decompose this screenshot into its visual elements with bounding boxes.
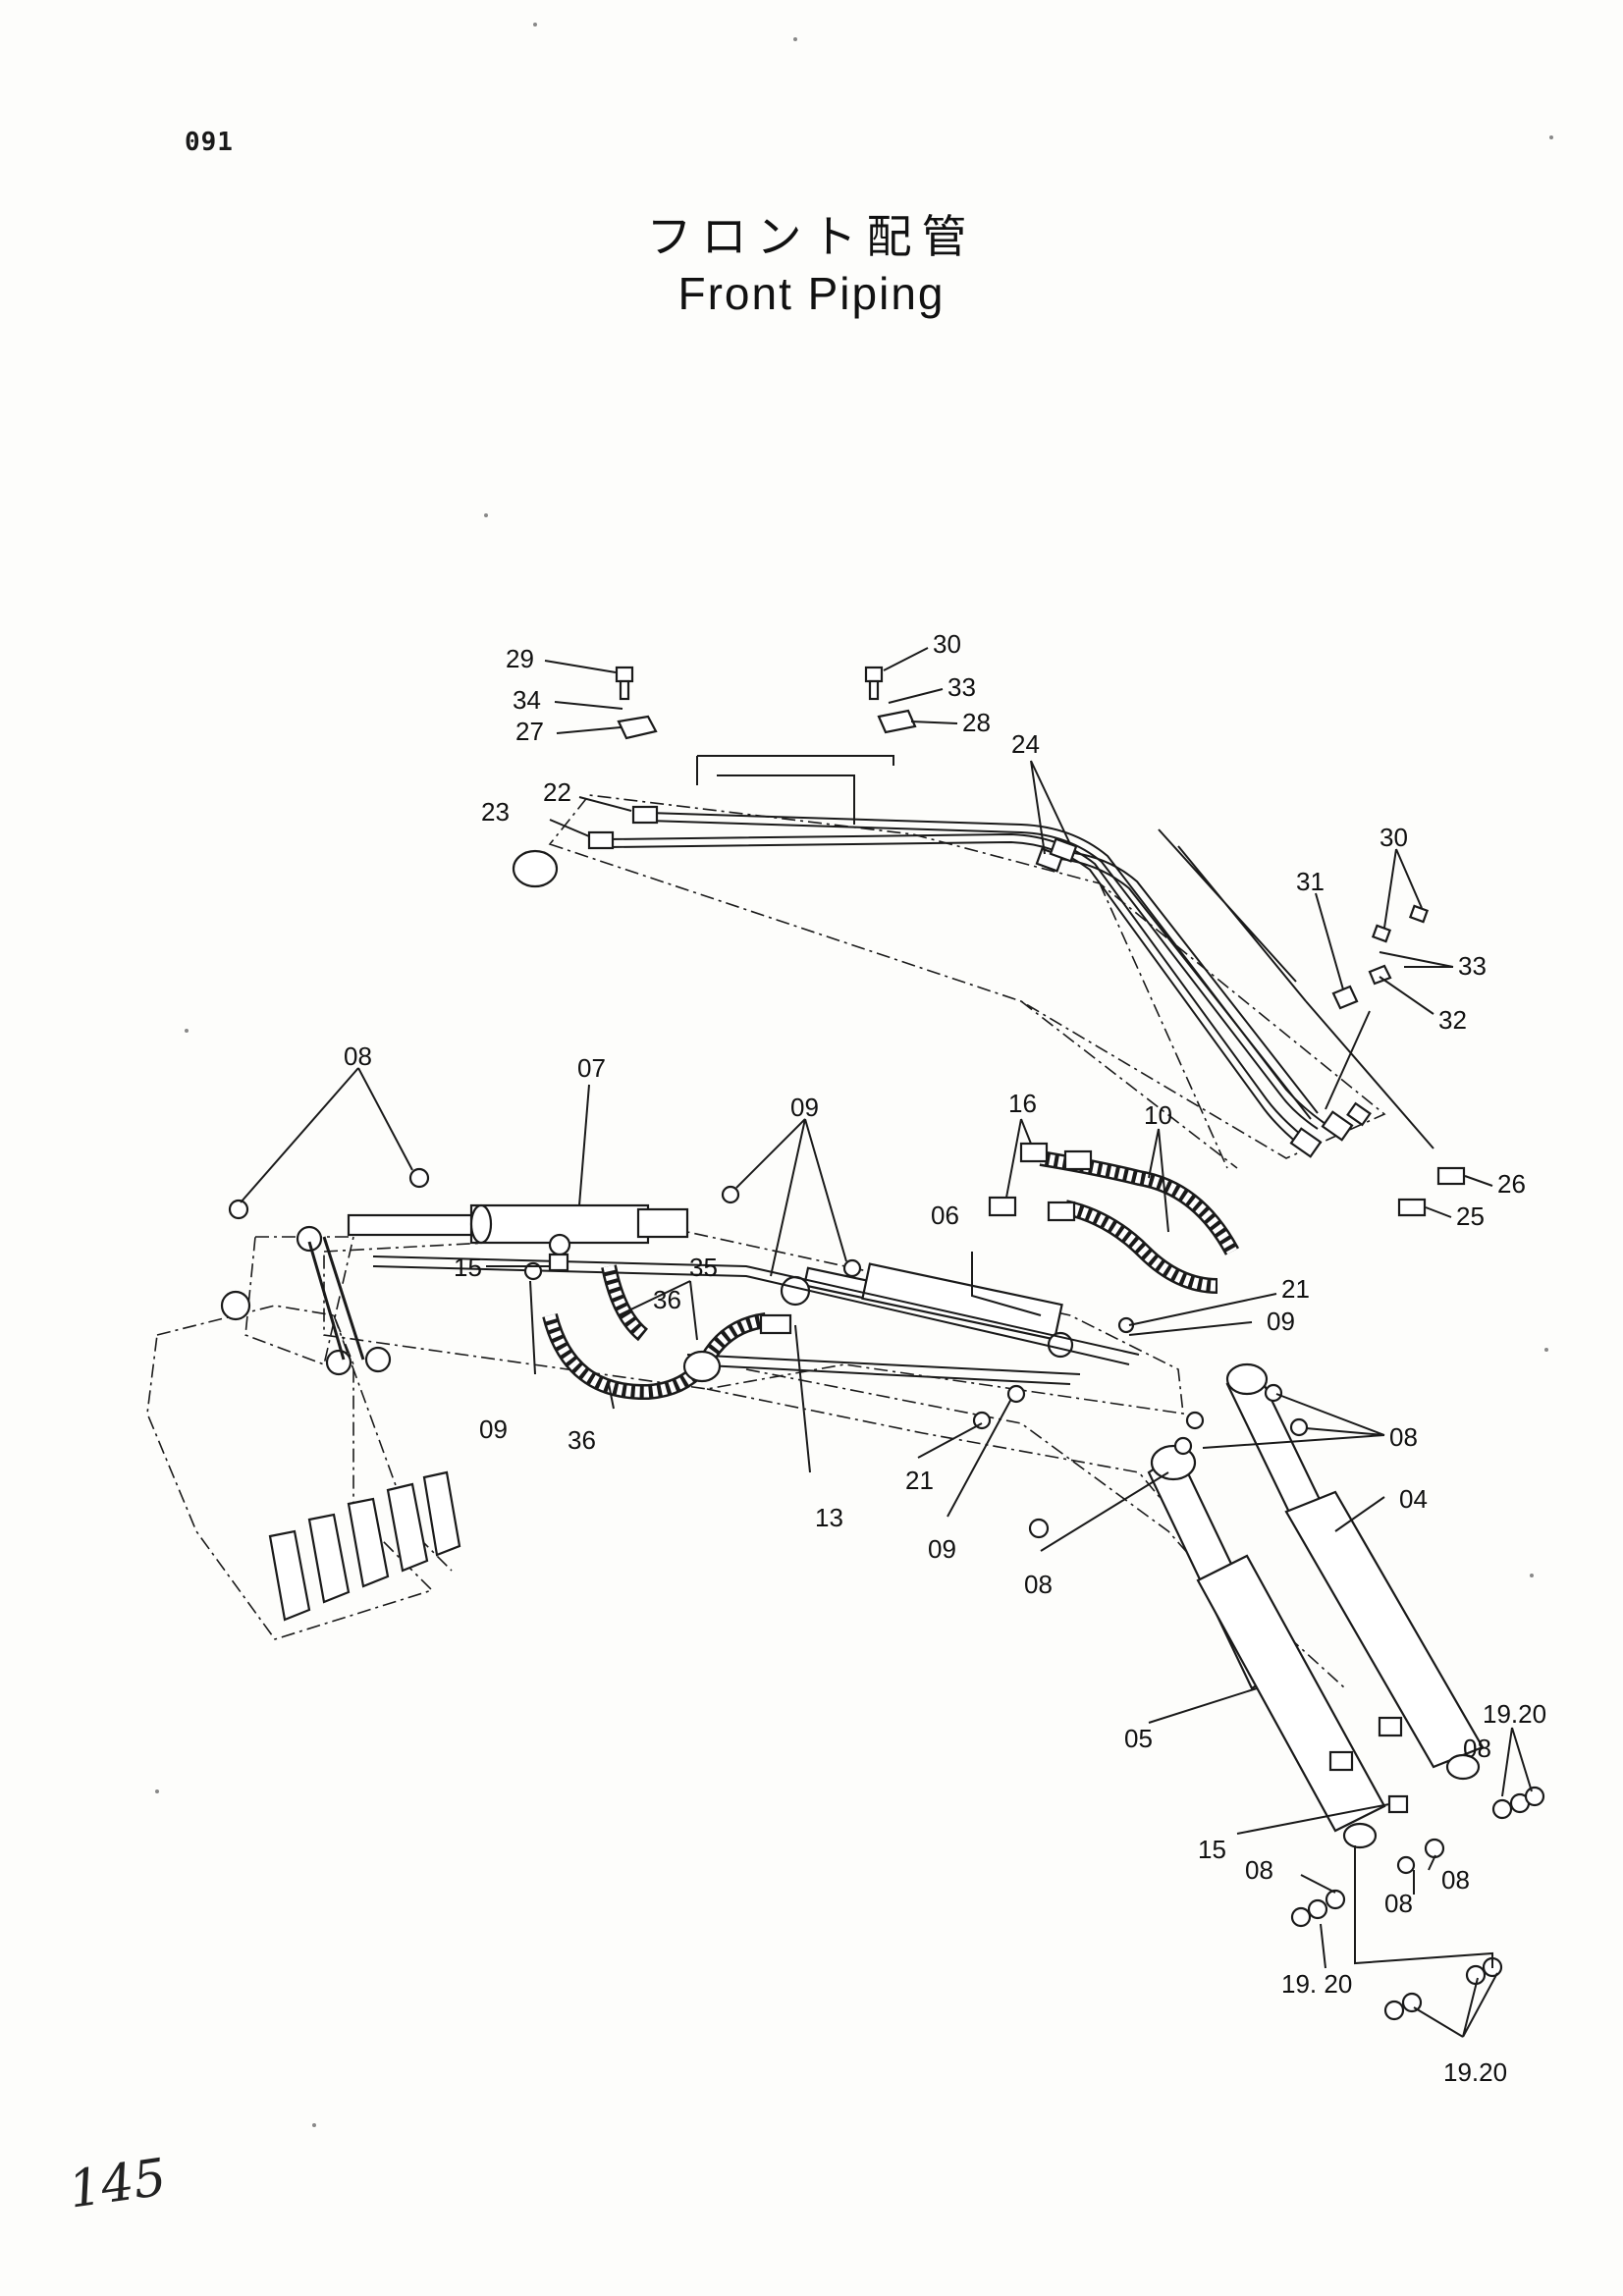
part-label-15: 15: [454, 1253, 482, 1282]
fittings-16: [988, 1142, 1093, 1222]
fitting-13: [759, 1313, 792, 1335]
nut-09: [1006, 1384, 1026, 1404]
part-label-30-right: 30: [1380, 823, 1408, 852]
part-label-28: 28: [962, 708, 991, 737]
part-label-27: 27: [515, 717, 544, 746]
part-label-31: 31: [1296, 867, 1325, 896]
bucket-tooth-4: [386, 1482, 429, 1573]
part-label-08: 08: [344, 1041, 372, 1071]
part-label-09-left: 09: [479, 1415, 508, 1444]
part-label-22: 22: [543, 777, 571, 807]
part-label-04: 04: [1399, 1484, 1428, 1514]
bolt-29-shank: [619, 679, 630, 701]
hose-10-upper: [1063, 1200, 1218, 1294]
part-label-13: 13: [815, 1503, 843, 1532]
part-label-32: 32: [1438, 1005, 1467, 1035]
part-label-25: 25: [1456, 1201, 1485, 1231]
nut-08: [1264, 1383, 1283, 1403]
nut-09: [842, 1258, 862, 1278]
part-label-09-right: 09: [1267, 1307, 1295, 1336]
fitting-23: [587, 830, 615, 850]
bucket-outline: [146, 1305, 434, 1640]
part-label-08-bottom-mid: 08: [1384, 1889, 1413, 1918]
page-title-english: Front Piping: [677, 268, 946, 319]
part-label-36: 36: [653, 1285, 681, 1314]
part-label-33: 33: [947, 672, 976, 702]
washer-21: [972, 1411, 992, 1430]
part-label-33-right: 33: [1458, 951, 1487, 981]
page-code: 091: [185, 128, 234, 157]
part-label-08-cyl: 08: [1463, 1734, 1491, 1763]
fitting-25: [1397, 1198, 1427, 1217]
bolt-30-head: [864, 666, 884, 683]
swivel-13: [682, 1350, 722, 1383]
leader-lines: [240, 647, 1533, 2038]
part-label-08-bottom: 08: [1245, 1855, 1273, 1885]
part-label-15-lower: 15: [1198, 1835, 1226, 1864]
part-label-23: 23: [481, 797, 510, 827]
part-label-08-bottom-right: 08: [1441, 1865, 1470, 1895]
part-label-07: 07: [577, 1053, 606, 1083]
part-label-06: 06: [931, 1201, 959, 1230]
arm-assembly: [146, 1203, 1346, 1699]
nut-08: [1289, 1417, 1309, 1437]
part-label-08-lower: 08: [1024, 1570, 1053, 1599]
clamp-28: [877, 709, 917, 734]
part-label-19-20-left: 19. 20: [1281, 1969, 1352, 1999]
part-label-09: 09: [790, 1093, 819, 1122]
arm-cylinder-06: [861, 1262, 1063, 1341]
clamp-27: [617, 715, 658, 740]
part-label-21: 21: [1281, 1274, 1310, 1304]
bucket-cylinder-rod: [347, 1213, 478, 1237]
part-label-16: 16: [1008, 1089, 1037, 1118]
clamp-31: [1331, 985, 1359, 1010]
part-label-26: 26: [1497, 1169, 1526, 1199]
fitting-22: [631, 805, 659, 825]
bolt-30-shank: [868, 679, 880, 701]
part-label-21-lower: 21: [905, 1466, 934, 1495]
boom-cylinders: [1147, 1362, 1485, 1849]
nut-08: [1028, 1518, 1050, 1539]
nut-08: [228, 1199, 249, 1220]
part-label-09-lower: 09: [928, 1534, 956, 1564]
bucket-tooth-3: [347, 1497, 390, 1588]
part-label-30: 30: [933, 629, 961, 659]
part-label-08-right: 08: [1389, 1422, 1418, 1452]
bucket-tooth-5: [422, 1470, 461, 1557]
fitting-26: [1436, 1166, 1466, 1186]
part-label-10: 10: [1144, 1100, 1172, 1130]
nut-09: [721, 1185, 740, 1204]
part-label-19-20-bottom: 19.20: [1443, 2057, 1507, 2087]
bucket-tooth-2: [307, 1513, 351, 1604]
boom-assembly: [512, 794, 1386, 1169]
part-label-24: 24: [1011, 729, 1040, 759]
part-number-labels: 29 34 27 22 23 30 33 28 24 30 33 31 32 2…: [344, 629, 1546, 2087]
part-label-29: 29: [506, 644, 534, 673]
part-label-36-lower: 36: [568, 1425, 596, 1455]
boom-pin-boss: [512, 849, 559, 888]
boom-cylinder-04: [1284, 1490, 1485, 1769]
nut-08: [408, 1167, 430, 1189]
part-label-19-20: 19.20: [1483, 1699, 1546, 1729]
part-label-34: 34: [513, 685, 541, 715]
part-label-05: 05: [1124, 1724, 1153, 1753]
page-title-japanese: フロント配管: [646, 210, 977, 263]
nut-08: [1173, 1436, 1193, 1456]
bucket-tooth-1: [268, 1529, 311, 1622]
part-label-35: 35: [689, 1253, 718, 1282]
clamp-32: [1368, 964, 1392, 986]
bolt-29-head: [615, 666, 634, 683]
